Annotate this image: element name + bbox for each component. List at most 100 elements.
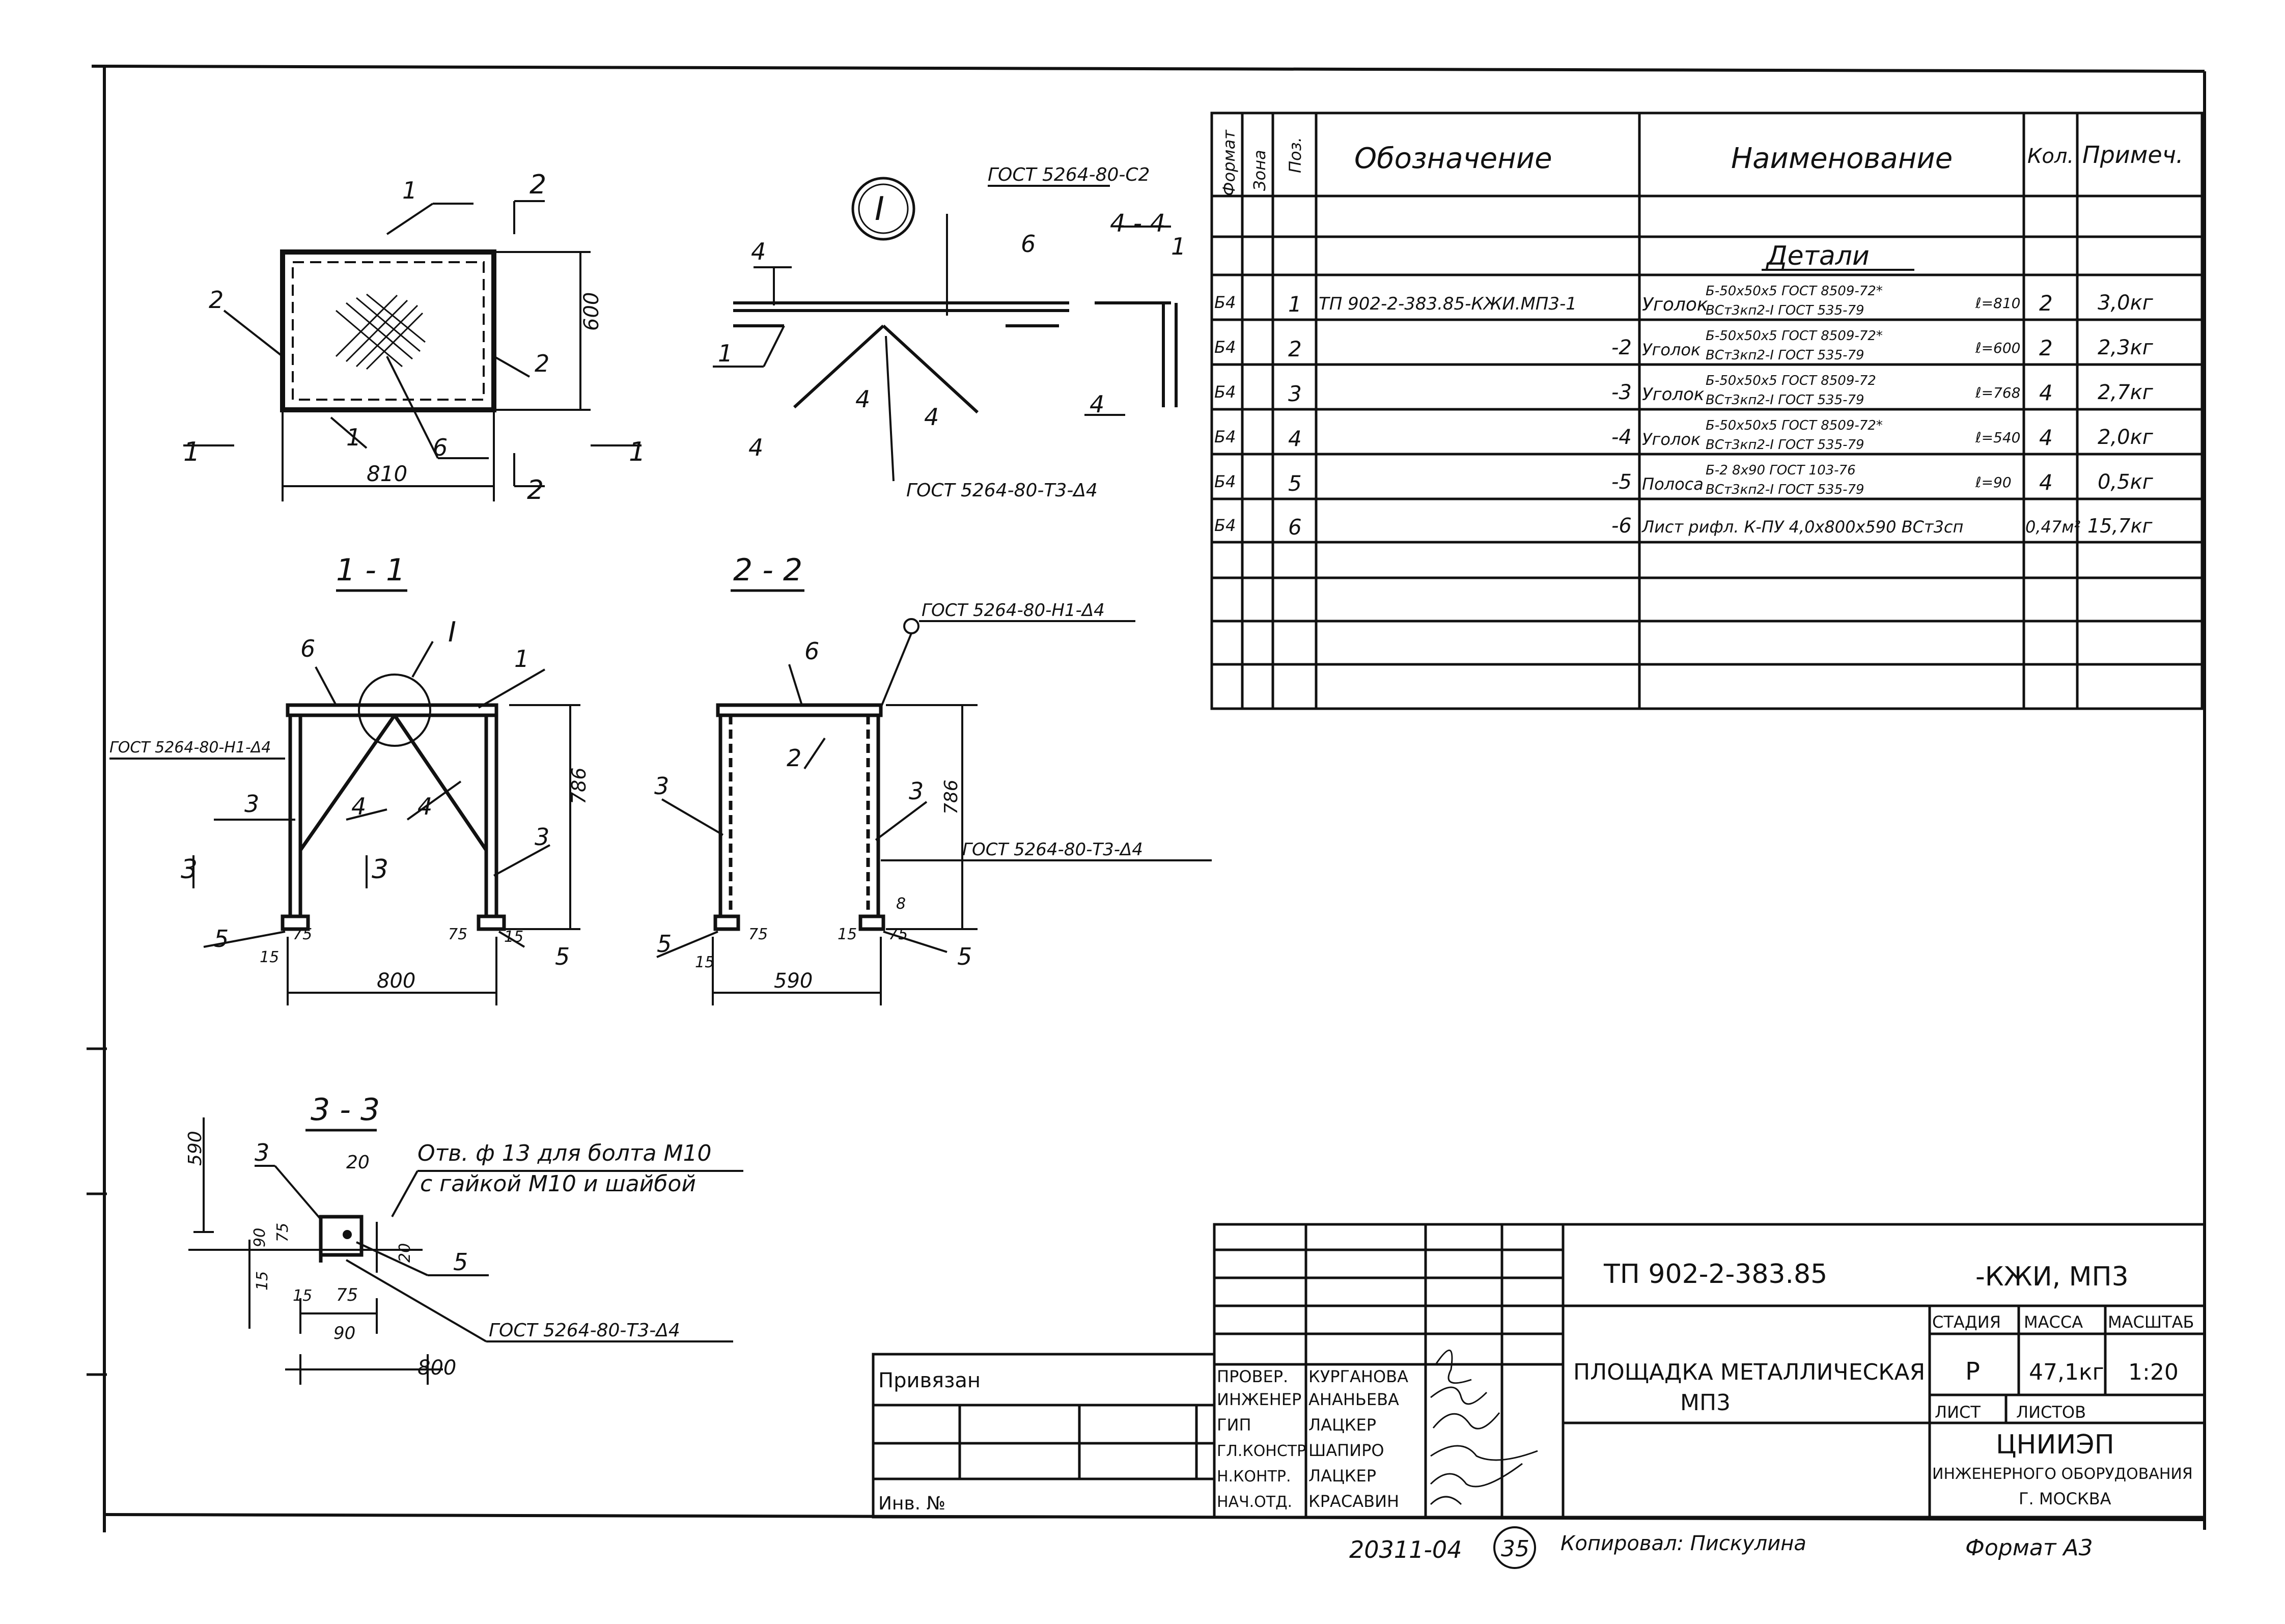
spec-cell-pos: 5 bbox=[1288, 471, 1302, 496]
section-3-3-dim-590: 590 bbox=[185, 1131, 206, 1166]
detail-callout-1-left: 1 bbox=[718, 340, 733, 367]
section-2-2-title: 2 - 2 bbox=[733, 552, 802, 588]
section-2-2-callout-5-left: 5 bbox=[657, 930, 672, 958]
role-label: Н.КОНТР. bbox=[1217, 1468, 1291, 1486]
role-label: НАЧ.ОТД. bbox=[1217, 1493, 1292, 1511]
sheet-footer: 20311-04 35 Копировал: Пискулина Формат … bbox=[1349, 1526, 2093, 1569]
section-1-1-dim-75-right: 75 bbox=[448, 926, 467, 943]
title-block-bound-label: Привязан bbox=[878, 1369, 981, 1392]
spec-cell-note: 2,0кг bbox=[2098, 426, 2154, 449]
spec-row: Б4 5 -5 Полоса Б-2 8х90 ГОСТ 103-76 ВСт3… bbox=[1214, 463, 2154, 497]
spec-cell-designation: -3 bbox=[1611, 381, 1632, 404]
role-name: АНАНЬЕВА bbox=[1308, 1390, 1399, 1409]
section-1-1-title: 1 - 1 bbox=[336, 552, 405, 588]
spec-cell-format: Б4 bbox=[1214, 293, 1236, 312]
section-1-1-dim-15-left: 15 bbox=[260, 948, 279, 966]
spec-cell-name-prefix: Лист рифл. К-ПУ 4,0х800х590 ВСт3сп bbox=[1641, 517, 1963, 537]
title-block-code: ТП 902-2-383.85 bbox=[1603, 1259, 1827, 1290]
plan-dim-width: 810 bbox=[367, 461, 407, 486]
title-block: ТП 902-2-383.85 -КЖИ, МП3 ПЛОЩАДКА МЕТАЛ… bbox=[872, 1223, 2206, 1519]
spec-cell-designation: ТП 902-2-383.85-КЖИ.МП3-1 bbox=[1319, 294, 1577, 314]
spec-cell-format: Б4 bbox=[1214, 516, 1236, 535]
section-3-3-dim-90-bottom: 90 bbox=[333, 1323, 355, 1343]
spec-cell-name-prefix: Полоса bbox=[1642, 474, 1704, 494]
plan-callout-2-left: 2 bbox=[209, 286, 224, 314]
spec-cell-name-bottom: ВСт3кп2-I ГОСТ 535-79 bbox=[1706, 303, 1864, 318]
spec-cell-name-bottom: ВСт3кп2-I ГОСТ 535-79 bbox=[1706, 437, 1864, 453]
spec-cell-qty: 4 bbox=[2039, 380, 2053, 405]
spec-header-zone: Зона bbox=[1250, 150, 1269, 191]
detail-section-4-4-label: 4 - 4 bbox=[1110, 209, 1165, 238]
title-block-sheets-label: ЛИСТОВ bbox=[2016, 1403, 2086, 1422]
spec-cell-note: 2,7кг bbox=[2098, 381, 2154, 404]
section-1-1-callout-1: 1 bbox=[514, 645, 529, 673]
signatures bbox=[1430, 1349, 1538, 1505]
section-2-2-callout-3-left: 3 bbox=[654, 772, 669, 800]
role-name: ЛАЦКЕР bbox=[1308, 1466, 1376, 1486]
title-block-org-line2: ИНЖЕНЕРНОГО ОБОРУДОВАНИЯ bbox=[1932, 1465, 2193, 1483]
spec-cell-qty: 4 bbox=[2039, 470, 2053, 495]
spec-section-title: Детали bbox=[1766, 241, 1870, 271]
role-label: ГИП bbox=[1217, 1415, 1251, 1435]
spec-cell-note: 3,0кг bbox=[2098, 291, 2154, 315]
spec-cell-length: ℓ=540 bbox=[1975, 429, 2020, 446]
section-1-1-dim-75-left: 75 bbox=[293, 926, 312, 943]
title-block-title-line2: МП3 bbox=[1680, 1390, 1731, 1416]
section-2-2-dim-height: 786 bbox=[941, 779, 962, 815]
spec-cell-name-top: Б-2 8х90 ГОСТ 103-76 bbox=[1706, 463, 1856, 478]
spec-cell-format: Б4 bbox=[1214, 382, 1236, 402]
section-1-1-callout-3-left: 3 bbox=[244, 790, 259, 818]
section-2-2-weld-right: ГОСТ 5264-80-Т3-Δ4 bbox=[962, 839, 1143, 860]
title-block-mass: 47,1кг bbox=[2029, 1359, 2104, 1385]
plan-view: 600 810 1 2 2 1 6 2 2 1 1 bbox=[183, 170, 646, 506]
plan-callout-6: 6 bbox=[433, 434, 448, 461]
section-3-3-dim-20-right: 20 bbox=[396, 1243, 414, 1263]
spec-cell-name-bottom: ВСт3кп2-I ГОСТ 535-79 bbox=[1706, 393, 1864, 408]
spec-cell-length: ℓ=810 bbox=[1975, 295, 2020, 312]
spec-cell-pos: 1 bbox=[1288, 292, 1302, 317]
section-2-2-dim-15-left: 15 bbox=[695, 954, 714, 971]
section-3-3-dim-75-bottom: 75 bbox=[336, 1285, 358, 1305]
section-3-3-dim-75-left: 75 bbox=[274, 1223, 292, 1242]
spec-cell-designation: -4 bbox=[1611, 426, 1632, 449]
section-2-2-view: 2 - 2 ГОСТ 5264-80-Н1-Δ4 bbox=[654, 552, 1212, 1005]
title-block-inv-label: Инв. № bbox=[878, 1493, 945, 1514]
section-2-2-callout-2: 2 bbox=[787, 744, 801, 772]
spec-header-designation: Обозначение bbox=[1354, 142, 1552, 175]
title-block-roles: ПРОВЕР. КУРГАНОВА ИНЖЕНЕР АНАНЬЕВА ГИП Л… bbox=[1217, 1367, 1408, 1511]
spec-cell-format: Б4 bbox=[1214, 427, 1236, 446]
specification-table: Формат Зона Поз. Обозначение Наименовани… bbox=[1210, 111, 2204, 710]
section-3-3-dim-15-a: 15 bbox=[254, 1271, 271, 1291]
role-label: ИНЖЕНЕР bbox=[1217, 1390, 1301, 1409]
section-2-2-callout-6: 6 bbox=[804, 637, 819, 665]
spec-cell-name-top: Б-50х50х5 ГОСТ 8509-72* bbox=[1706, 418, 1883, 433]
role-label: ПРОВЕР. bbox=[1217, 1367, 1288, 1386]
footer-page-number: 35 bbox=[1501, 1536, 1529, 1562]
section-3-3-weld: ГОСТ 5264-80-Т3-Δ4 bbox=[489, 1320, 680, 1341]
spec-row: Б4 1 ТП 902-2-383.85-КЖИ.МП3-1 Уголок Б-… bbox=[1214, 284, 2154, 318]
section-2-2-callout-3-right: 3 bbox=[909, 777, 924, 805]
section-1-1-view: 1 - 1 bbox=[109, 552, 590, 1005]
title-block-org-line3: Г. МОСКВА bbox=[2019, 1489, 2111, 1508]
role-name: КУРГАНОВА bbox=[1308, 1367, 1408, 1386]
plan-dim-height: 600 bbox=[580, 292, 603, 331]
spec-cell-format: Б4 bbox=[1214, 338, 1236, 357]
title-block-scale: 1:20 bbox=[2128, 1359, 2179, 1385]
detail-I-view: I 4 - 4 ГОСТ 5264-80-С2 ГОСТ 5264-80-Т3-… bbox=[713, 164, 1186, 501]
section-3-3-callout-3: 3 bbox=[255, 1139, 269, 1166]
spec-row: Б4 4 -4 Уголок Б-50х50х5 ГОСТ 8509-72* В… bbox=[1214, 418, 2154, 453]
spec-header-note: Примеч. bbox=[2082, 141, 2184, 169]
section-1-1-dim-15-right: 15 bbox=[504, 928, 523, 946]
section-2-2-dim-8: 8 bbox=[896, 895, 906, 913]
section-3-3-dim-20-top: 20 bbox=[346, 1152, 370, 1173]
title-block-org-line1: ЦНИИЭП bbox=[1996, 1430, 2114, 1460]
title-block-scale-label: МАСШТАБ bbox=[2108, 1312, 2194, 1332]
section-1-1-mark-3-left: 3 bbox=[181, 854, 198, 885]
section-2-2-weld-top: ГОСТ 5264-80-Н1-Δ4 bbox=[922, 600, 1105, 621]
spec-cell-length: ℓ=90 bbox=[1975, 474, 2012, 491]
detail-callout-4-a: 4 bbox=[751, 238, 766, 265]
spec-cell-pos: 3 bbox=[1288, 381, 1302, 406]
detail-I-label: I bbox=[875, 190, 884, 228]
section-1-1-callout-4-right: 4 bbox=[417, 793, 432, 820]
section-1-1-callout-6: 6 bbox=[300, 635, 315, 662]
